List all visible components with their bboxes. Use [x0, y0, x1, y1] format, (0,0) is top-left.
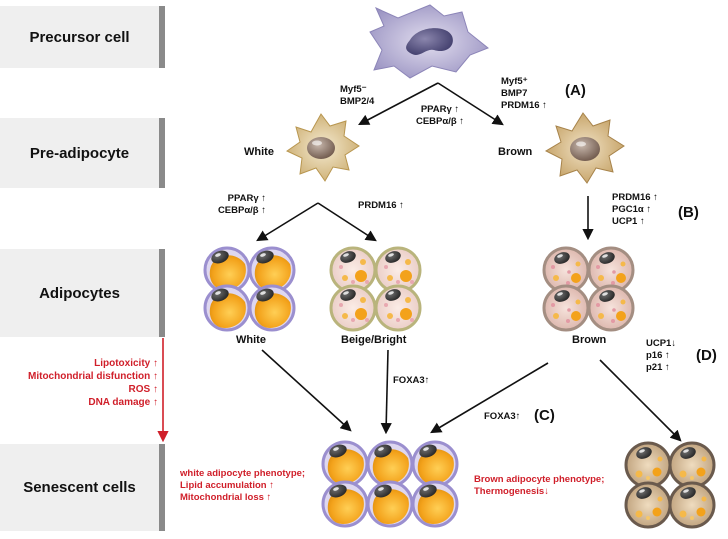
markers-white-to-beige: PRDM16 ↑ [358, 200, 404, 211]
panel-tag-a: (A) [565, 82, 586, 99]
stage-senescent: Senescent cells [0, 444, 165, 531]
markers-to-brown-pre: Myf5⁺ BMP7 PRDM16 ↑ [501, 76, 547, 111]
markers-to-white-pre: Myf5⁻ BMP2/4 [340, 84, 375, 107]
arrow-beige-to-senescent [380, 349, 392, 435]
precursor-cell-icon [369, 4, 489, 79]
stage-adipocytes-label: Adipocytes [39, 284, 120, 302]
arrow-brown-to-senescent [430, 362, 549, 434]
panel-tag-b: (B) [678, 204, 699, 221]
arrow-whitepre-to-beige [317, 202, 377, 242]
stage-precursor: Precursor cell [0, 6, 165, 68]
white-preadipocyte-icon [285, 113, 360, 182]
panel-tag-d: (D) [696, 347, 717, 364]
markers-brown-to-senescent: FOXA3↑ [484, 411, 521, 422]
label-white-preadipocyte: White [244, 146, 274, 158]
stage-precursor-label: Precursor cell [29, 28, 130, 46]
markers-brown-to-brown: PRDM16 ↑ PGC1α ↑ UCP1 ↑ [612, 192, 658, 227]
label-brown-preadipocyte: Brown [498, 146, 533, 158]
brown-preadipocyte-icon [544, 112, 625, 184]
arrow-brown-to-senescent-brown [599, 359, 682, 442]
white-senescent-phenotype: white adipocyte phenotype; Lipid accumul… [180, 468, 306, 503]
markers-common-pre: PPARγ ↑ CEBPα/β ↑ [415, 104, 465, 127]
label-white-adipocyte: White [236, 334, 266, 346]
panel-tag-c: (C) [534, 407, 555, 424]
markers-brown-senescence: UCP1↓ p16 ↑ p21 ↑ [646, 338, 677, 373]
brown-senescent-phenotype: Brown adipocyte phenotype; Thermogenesis… [474, 474, 605, 497]
markers-beige-to-senescent: FOXA3↑ [393, 375, 430, 386]
white-adipocyte-cluster-icon [203, 246, 296, 332]
stage-adipocytes: Adipocytes [0, 249, 165, 337]
senescent-white-cluster-icon [321, 440, 459, 528]
brown-adipocyte-cluster-icon [542, 246, 635, 332]
beige-adipocyte-cluster-icon [329, 246, 422, 332]
stage-senescent-label: Senescent cells [23, 479, 136, 496]
arrow-white-to-senescent [261, 349, 352, 432]
arrow-precursor-to-white [358, 82, 439, 126]
label-beige-adipocyte: Beige/Bright [341, 334, 407, 346]
markers-white-to-white: PPARγ ↑ CEBPα/β ↑ [217, 193, 266, 216]
stage-preadipocyte: Pre-adipocyte [0, 118, 165, 188]
senescent-brown-cluster-icon [624, 441, 716, 529]
label-brown-adipocyte: Brown [572, 334, 607, 346]
stage-preadipocyte-label: Pre-adipocyte [29, 144, 130, 162]
arrow-precursor-to-brown [437, 82, 504, 126]
arrows [256, 82, 682, 442]
aging-factors: Lipotoxicity ↑ Mitochondrial disfunction… [28, 358, 158, 408]
arrow-whitepre-to-white [256, 202, 319, 242]
